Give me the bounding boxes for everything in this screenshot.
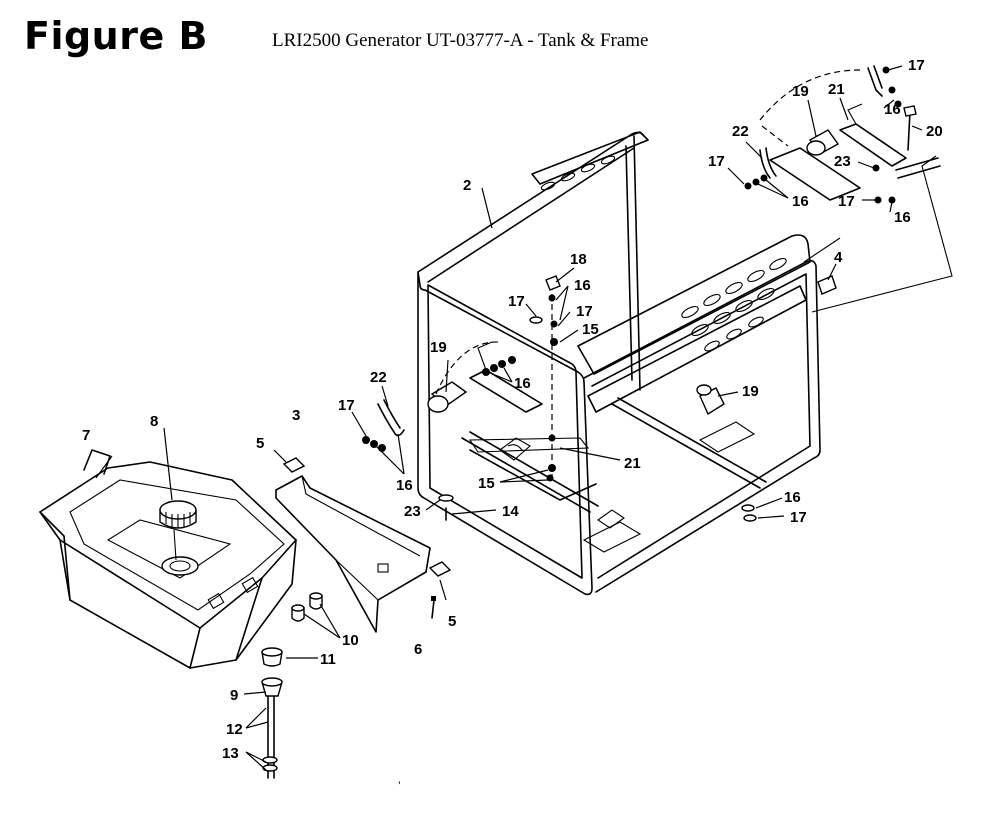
figure-label: Figure B: [24, 14, 208, 58]
callout-16-left: 16: [396, 477, 413, 494]
callout-22-upper: 22: [732, 123, 749, 140]
callout-5-top: 5: [256, 435, 264, 452]
callout-8: 8: [150, 413, 158, 430]
screw-6-drawing: [431, 596, 436, 619]
callout-17-centre-right: 17: [576, 303, 593, 320]
hardware-bottom-right-drawing: [741, 497, 785, 522]
bolt-4-drawing: [817, 263, 837, 295]
callout-17-left: 17: [338, 397, 355, 414]
callout-16-centre-top: 16: [574, 277, 591, 294]
callout-4: 4: [834, 249, 843, 266]
callout-18: 18: [570, 251, 587, 268]
grommet-drawings: [273, 449, 452, 601]
callout-23-centre: 23: [404, 503, 421, 520]
callout-21-upper: 21: [828, 81, 845, 98]
diagram-title: LRI2500 Generator UT-03777-A - Tank & Fr…: [272, 30, 649, 51]
callout-16-upper-mid: 16: [792, 193, 809, 210]
callout-17-bottom-right: 17: [790, 509, 807, 526]
callout-19-centre: 19: [430, 339, 447, 356]
callout-13: 13: [222, 745, 239, 762]
callout-17-upper-left: 17: [708, 153, 725, 170]
fuel-tank-drawing: [39, 449, 297, 669]
right-mount-drawing: [696, 384, 739, 416]
callout-19-upper: 19: [792, 83, 809, 100]
callout-10: 10: [342, 632, 359, 649]
callout-2: 2: [463, 177, 471, 194]
grommet-11-drawing: [261, 647, 318, 667]
bushing-drawings: [291, 592, 341, 639]
callout-16-upper-right: 16: [884, 101, 901, 118]
callout-3: 3: [292, 407, 300, 424]
centre-mount-drawing: [351, 267, 621, 521]
callout-5-bottom: 5: [448, 613, 456, 630]
callout-12: 12: [226, 721, 243, 738]
callout-7: 7: [82, 427, 90, 444]
upper-right-detail-drawing: [481, 65, 953, 313]
callout-16-upper-lower: 16: [894, 209, 911, 226]
frame-drawing: [417, 131, 821, 596]
callout-17-upper-right: 17: [838, 193, 855, 210]
fuel-cap-drawing: [159, 427, 197, 561]
callout-14: 14: [502, 503, 519, 520]
callout-16-bottom-right: 16: [784, 489, 801, 506]
heat-shield-drawing: [275, 475, 431, 633]
fuel-pickup-drawing: [243, 677, 283, 779]
callout-6: 6: [414, 641, 422, 658]
callout-11: 11: [320, 651, 336, 668]
callout-17-centre: 17: [508, 293, 525, 310]
callout-16-centre: 16: [514, 375, 531, 392]
callout-21-centre: 21: [624, 455, 641, 472]
callout-20: 20: [926, 123, 943, 140]
callout-19-right: 19: [742, 383, 759, 400]
callout-15-bottom: 15: [478, 475, 495, 492]
stray-mark: ’: [398, 779, 401, 793]
callout-23-upper: 23: [834, 153, 851, 170]
callout-17-top-right: 17: [908, 57, 925, 74]
callout-22-centre: 22: [370, 369, 387, 386]
callout-9: 9: [230, 687, 238, 704]
callout-15-top: 15: [582, 321, 599, 338]
